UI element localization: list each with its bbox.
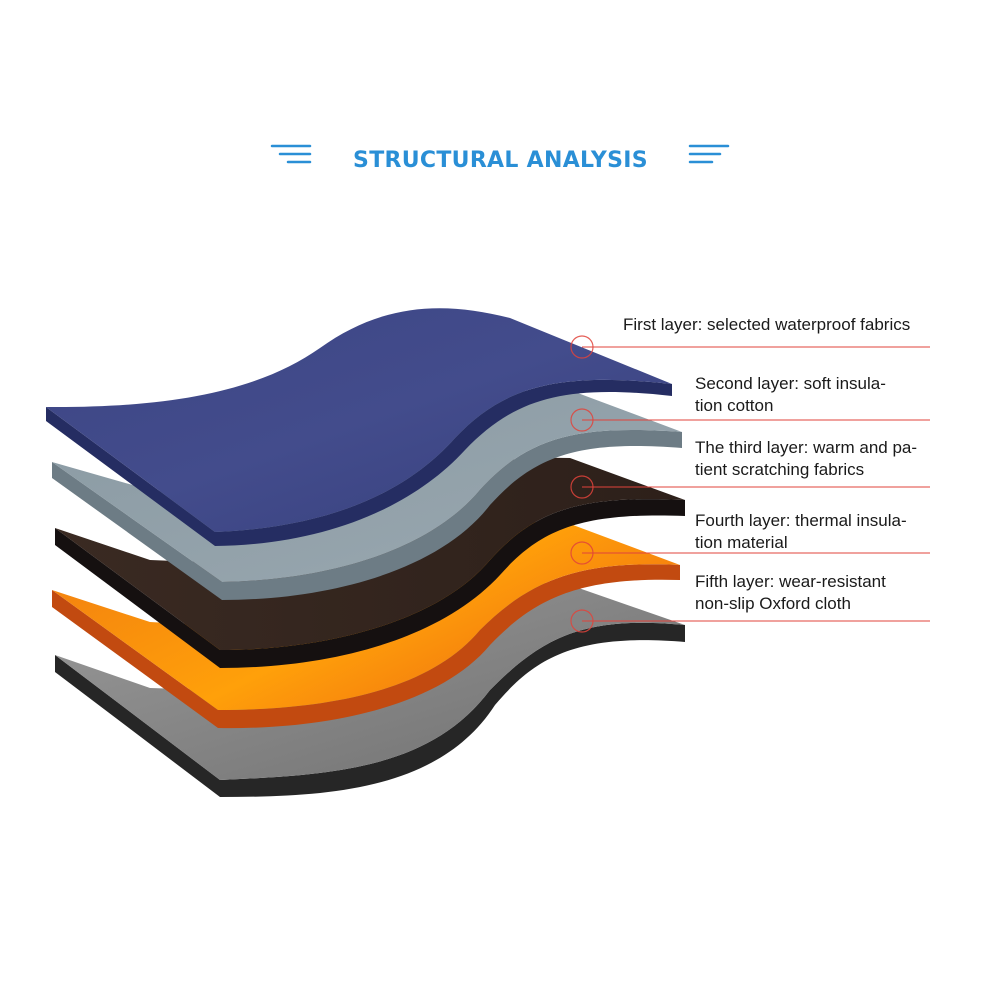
title-block: STRUCTURAL ANALYSIS [0,140,1001,184]
leader-line-5 [570,609,930,633]
leader-line-1 [570,335,930,359]
layer-5-label-line-1: Fifth layer: wear-resistant [695,572,886,591]
lines-icon-left [270,144,312,164]
layer-4-label-line-2: tion material [695,533,788,552]
first-layer-sheet [46,308,672,546]
layer-4-label: Fourth layer: thermal insula- tion mater… [695,510,907,554]
layer-2-label-line-1: Second layer: soft insula- [695,374,886,393]
layer-4-label-line-1: Fourth layer: thermal insula- [695,511,907,530]
layer-1-label: First layer: selected waterproof fabrics [623,314,910,336]
layer-2-label-line-2: tion cotton [695,396,774,415]
layer-3-label-line-1: The third layer: warm and pa- [695,438,918,457]
leader-line-3 [570,475,930,499]
page-title: STRUCTURAL ANALYSIS [353,148,648,173]
layer-2-label: Second layer: soft insula- tion cotton [695,373,886,417]
layer-5-label: Fifth layer: wear-resistant non-slip Oxf… [695,571,886,615]
layer-3-label: The third layer: warm and pa- tient scra… [695,437,917,481]
leader-line-2 [570,408,930,432]
lines-icon-right [688,144,730,164]
layer-3-label-line-2: tient scratching fabrics [695,460,865,479]
layer-5-label-line-2: non-slip Oxford cloth [695,594,851,613]
leader-line-4 [570,541,930,565]
layer-1-label-line-1: First layer: selected waterproof fabrics [623,315,911,334]
